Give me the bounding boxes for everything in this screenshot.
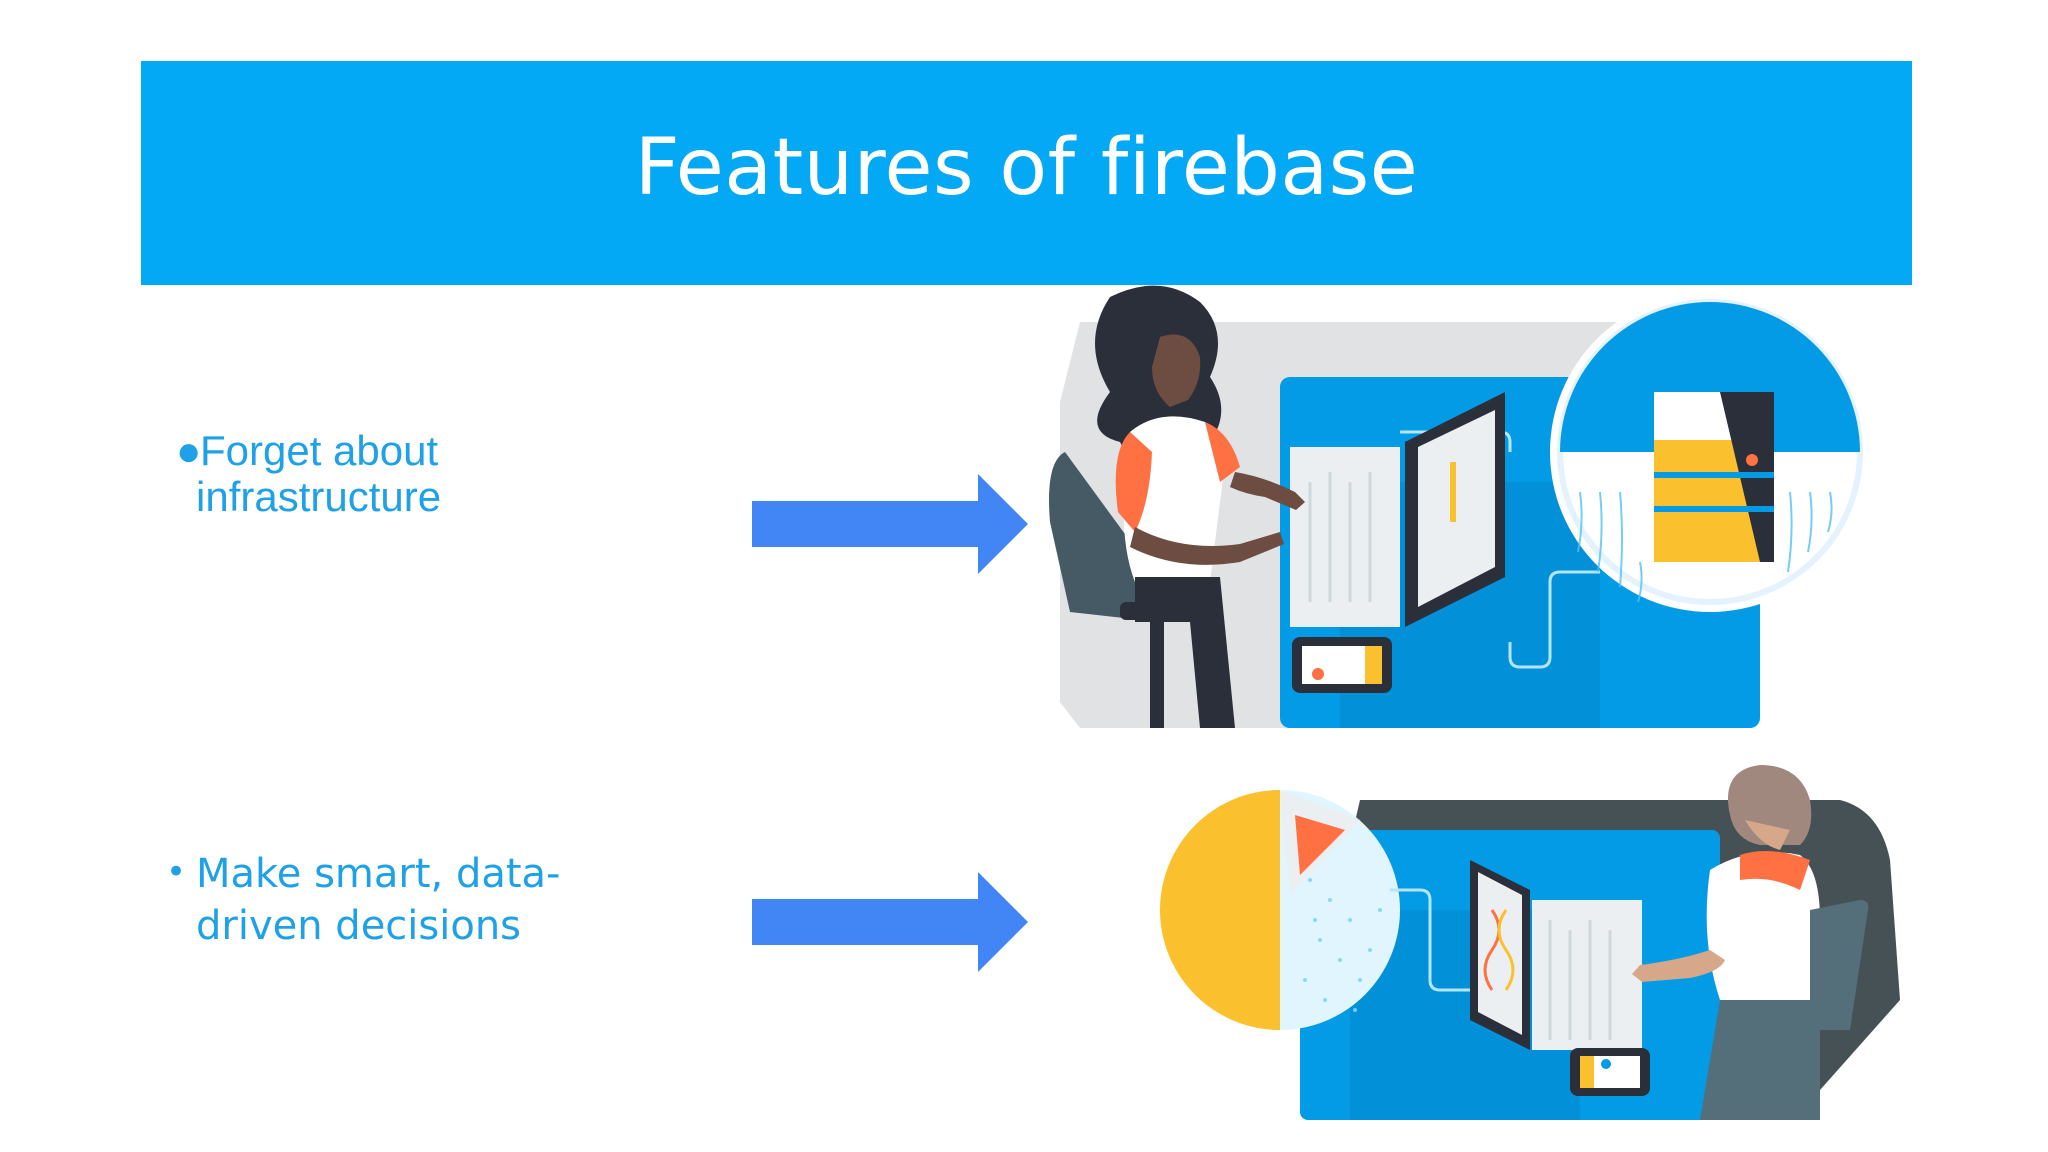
- bullet-item-infrastructure: ●Forget about infrastructure: [176, 428, 441, 520]
- bullet-line-1: Make smart, data-: [196, 851, 561, 897]
- title-banner: Features of firebase: [141, 61, 1912, 285]
- bullet-marker: •: [166, 852, 187, 892]
- right-arrow-icon: [752, 474, 1028, 574]
- bullet-item-decisions: •Make smart, data- driven decisions: [166, 846, 561, 952]
- analytics-developer-illustration: [1160, 765, 1900, 1120]
- bullet-line-1: Forget about: [200, 427, 439, 474]
- bullet-marker: ●: [176, 427, 202, 474]
- developer-server-illustration: [1049, 285, 1870, 728]
- bullet-line-2: infrastructure: [196, 473, 442, 520]
- slide-title: Features of firebase: [634, 123, 1419, 213]
- right-arrow-icon: [752, 872, 1028, 972]
- bullet-line-2: driven decisions: [196, 903, 522, 949]
